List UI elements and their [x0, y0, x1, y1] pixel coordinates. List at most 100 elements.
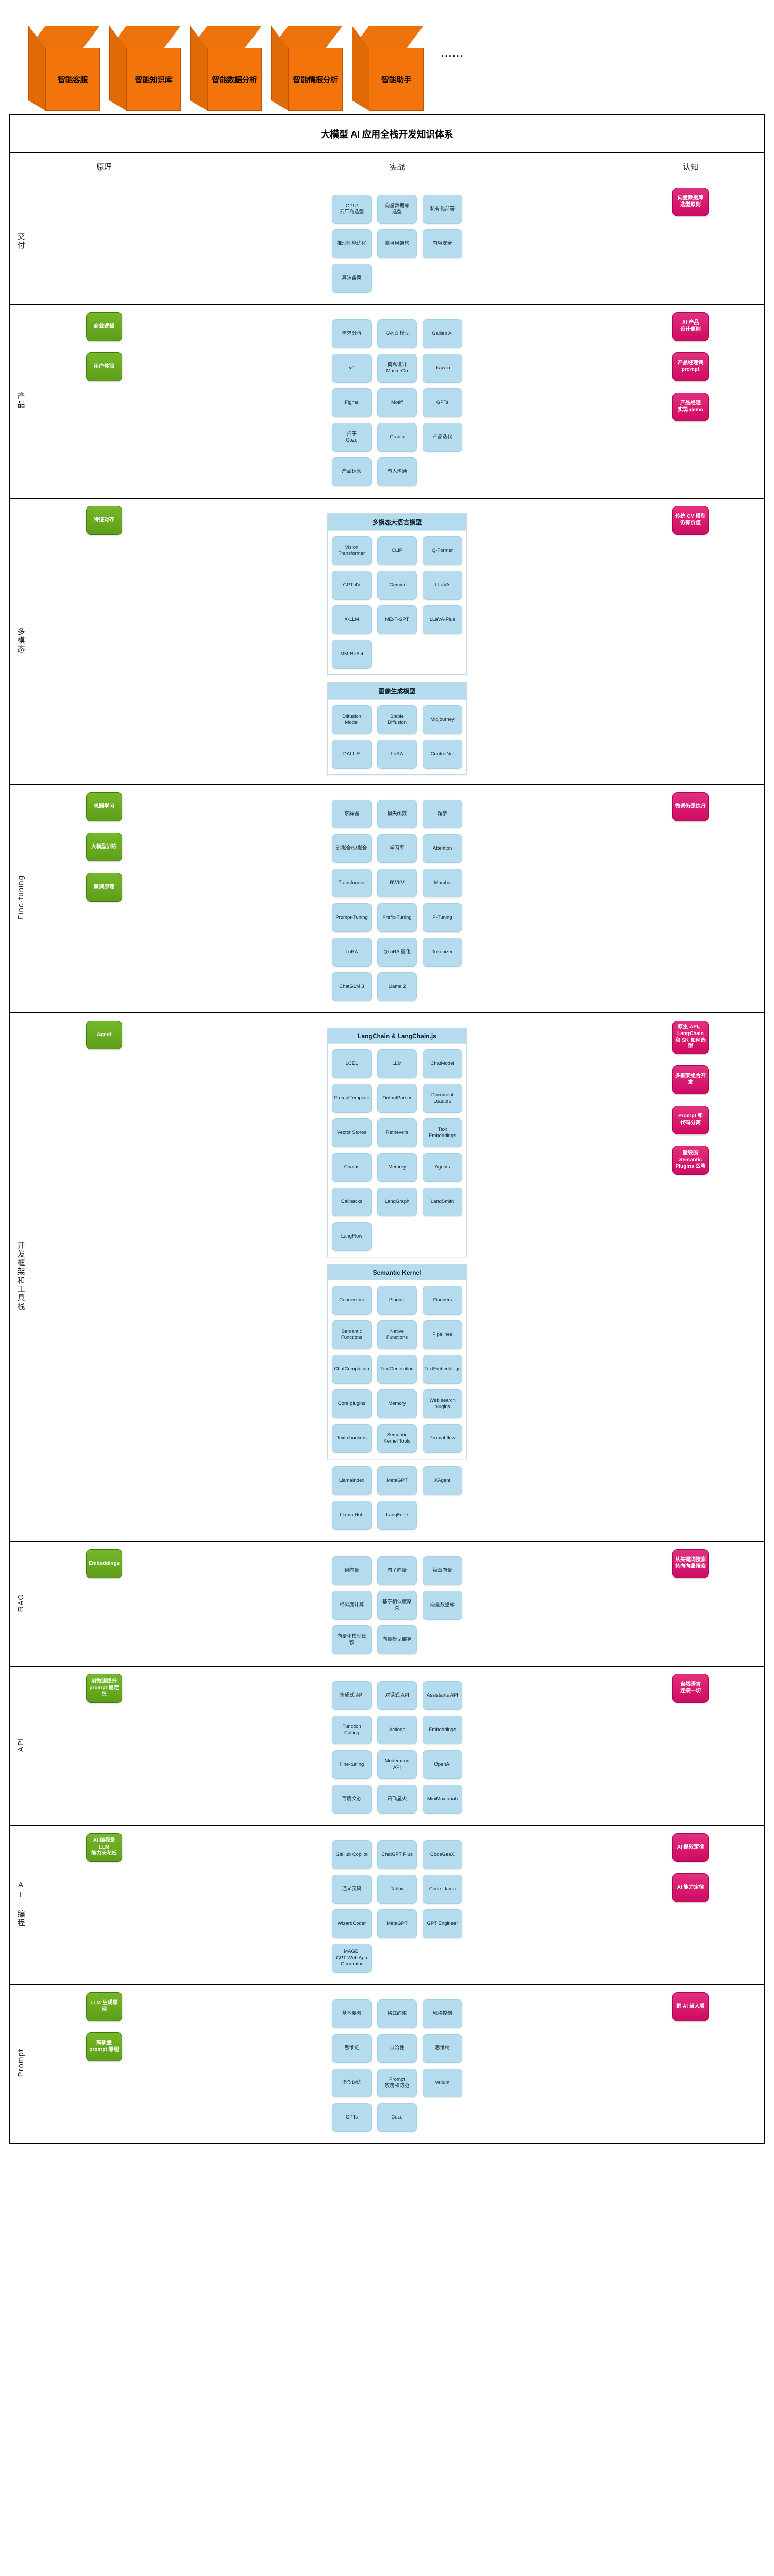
practice-tile-metagpt[interactable]: MetaGPT: [377, 1466, 417, 1495]
practice-tile-item[interactable]: 基于相似度聚 类: [377, 1591, 417, 1620]
practice-tile-langflow[interactable]: LangFlow: [332, 1222, 372, 1251]
practice-tile-vector-stores[interactable]: Vector Stores: [332, 1118, 372, 1147]
practice-tile-github-copilot[interactable]: GitHub Copilot: [332, 1840, 372, 1869]
practice-tile-vellum[interactable]: vellum: [423, 2069, 462, 2097]
practice-tile-assistants-api[interactable]: Assistants API: [423, 1681, 462, 1710]
practice-tile-item[interactable]: 通义灵码: [332, 1875, 372, 1904]
practice-tile-chatgpt-plus[interactable]: ChatGPT Plus: [377, 1840, 417, 1869]
principle-chip-item[interactable]: 商业逻辑: [86, 312, 122, 341]
practice-tile-lora[interactable]: LoRA: [377, 740, 417, 769]
practice-tile-item[interactable]: 相似度计算: [332, 1591, 372, 1620]
practice-tile-qlora[interactable]: QLoRA 量化: [377, 938, 417, 967]
practice-tile-embeddings[interactable]: Embeddings: [423, 1716, 462, 1744]
practice-tile-langgraph[interactable]: LangGraph: [377, 1188, 417, 1216]
practice-tile-item[interactable]: 推理性能优化: [332, 229, 372, 258]
practice-tile-api[interactable]: 对话式 API: [377, 1681, 417, 1710]
practice-tile-callbacks[interactable]: Callbacks: [332, 1188, 372, 1216]
practice-tile-item[interactable]: 损失函数: [377, 800, 417, 828]
practice-tile-prompttemplate[interactable]: PromptTemplate: [332, 1084, 372, 1113]
practice-tile-dall-e[interactable]: DALL·E: [332, 740, 372, 769]
practice-tile-gpts[interactable]: GPTs: [423, 388, 462, 417]
practice-tile-item[interactable]: 向量数据库: [423, 1591, 462, 1620]
practice-tile-item[interactable]: 向量数据库 选型: [377, 195, 417, 224]
practice-tile-coze[interactable]: Coze: [377, 2103, 417, 2132]
practice-tile-tabby[interactable]: Tabby: [377, 1875, 417, 1904]
cognition-chip-semantic-plugins[interactable]: 微软的 Semantic Plugins 战略: [672, 1146, 709, 1175]
practice-tile-p-tuning[interactable]: P-Tuning: [423, 903, 462, 932]
practice-tile-lcel[interactable]: LCEL: [332, 1049, 372, 1078]
practice-tile-llama-hub[interactable]: Llama Hub: [332, 1501, 372, 1530]
practice-tile-stable-diffusion[interactable]: Stable Diffusion: [377, 705, 417, 734]
practice-tile-tokenizer[interactable]: Tokenizer: [423, 938, 462, 967]
practice-tile-chains[interactable]: Chains: [332, 1153, 372, 1182]
practice-tile-core-plugins[interactable]: Core plugins: [332, 1389, 372, 1418]
practice-tile-clip[interactable]: CLIP: [377, 536, 417, 565]
practice-tile-function-calling[interactable]: Function Calling: [332, 1716, 372, 1744]
practice-tile-xagent[interactable]: XAgent: [423, 1466, 462, 1495]
practice-tile-llava[interactable]: LLaVA: [423, 571, 462, 600]
practice-tile-item[interactable]: 句子向量: [377, 1556, 417, 1585]
cognition-chip-api-langchain-sk[interactable]: 原生 API、 LangChain 和 SK 如何选型: [672, 1021, 709, 1055]
practice-tile-next-gpt[interactable]: NExT-GPT: [377, 605, 417, 634]
practice-tile-rwkv[interactable]: RWKV: [377, 869, 417, 897]
principle-chip-prompt[interactable]: 用微调提升 prompt 稳定性: [86, 1674, 122, 1703]
practice-tile-moderation-api[interactable]: Moderation API: [377, 1750, 417, 1779]
practice-tile-gpt-engineer[interactable]: GPT Engineer: [423, 1909, 462, 1938]
practice-tile-item[interactable]: 向量模型部署: [377, 1625, 417, 1654]
principle-chip-item[interactable]: 微调原理: [86, 873, 122, 902]
practice-tile-item[interactable]: 学习率: [377, 834, 417, 863]
practice-tile-midjourney[interactable]: Midjourney: [423, 705, 462, 734]
practice-tile-text-embeddings[interactable]: Text Embeddings: [423, 1118, 462, 1147]
practice-tile-item[interactable]: 讯飞星火: [377, 1785, 417, 1814]
practice-tile-pipelines[interactable]: Pipelines: [423, 1320, 462, 1349]
scenario-cube[interactable]: 智能客服: [28, 26, 100, 111]
practice-tile-item[interactable]: 风格控制: [423, 1999, 462, 2028]
practice-tile-outputparser[interactable]: OutputParser: [377, 1084, 417, 1113]
cognition-chip-prompt[interactable]: 产品经理调 prompt: [672, 352, 709, 381]
practice-tile-item[interactable]: 需求分析: [332, 319, 372, 348]
practice-tile-gpt-4v[interactable]: GPT-4V: [332, 571, 372, 600]
practice-tile-item[interactable]: 思维链: [332, 2034, 372, 2063]
practice-tile-v0[interactable]: v0: [332, 354, 372, 383]
principle-chip-item[interactable]: 特征对齐: [86, 506, 122, 535]
practice-tile-plugins[interactable]: Plugins: [377, 1286, 417, 1315]
practice-tile-item[interactable]: 与人沟通: [377, 457, 417, 486]
practice-tile-item[interactable]: 格式约束: [377, 1999, 417, 2028]
cognition-chip-ai[interactable]: 把 AI 当人看: [672, 1992, 709, 2021]
practice-tile-controlnet[interactable]: ControlNet: [423, 740, 462, 769]
practice-tile-item[interactable]: 算法备案: [332, 264, 372, 293]
practice-tile-item[interactable]: 向量化模型比 较: [332, 1625, 372, 1654]
practice-tile-item[interactable]: 求解器: [332, 800, 372, 828]
practice-tile-agents[interactable]: Agents: [423, 1153, 462, 1182]
cognition-chip-cv[interactable]: 传统 CV 模型 仍有价值: [672, 506, 709, 535]
practice-tile-item[interactable]: 篇章向量: [423, 1556, 462, 1585]
practice-tile-coze[interactable]: 扣子 Coze: [332, 423, 372, 452]
principle-chip-prompt[interactable]: 高质量 prompt 原理: [86, 2032, 122, 2061]
practice-tile-gpts[interactable]: GPTs: [332, 2103, 372, 2132]
scenario-cube[interactable]: 智能助手: [352, 26, 424, 111]
cognition-chip-ai[interactable]: AI 提效定律: [672, 1833, 709, 1862]
practice-tile-figma[interactable]: Figma: [332, 388, 372, 417]
practice-tile-textembeddings[interactable]: TextEmbeddings: [423, 1355, 462, 1384]
principle-chip-item[interactable]: 机器学习: [86, 792, 122, 821]
practice-tile-item[interactable]: 产品运营: [332, 457, 372, 486]
practice-tile-metagpt[interactable]: MetaGPT: [377, 1909, 417, 1938]
practice-tile-x-llm[interactable]: X-LLM: [332, 605, 372, 634]
practice-tile-attention[interactable]: Attention: [423, 834, 462, 863]
practice-tile-item[interactable]: 超参: [423, 800, 462, 828]
practice-tile-q-former[interactable]: Q-Former: [423, 536, 462, 565]
practice-tile-chatglm-3[interactable]: ChatGLM 3: [332, 972, 372, 1001]
practice-tile-draw-io[interactable]: draw.io: [423, 354, 462, 383]
practice-tile-galileo-ai[interactable]: Galileo AI: [423, 319, 462, 348]
practice-tile-gpu[interactable]: GPU/ 云厂商选型: [332, 195, 372, 224]
practice-tile-connectors[interactable]: Connectors: [332, 1286, 372, 1315]
cognition-chip-ai[interactable]: AI 能力定律: [672, 1873, 709, 1902]
principle-chip-item[interactable]: 大模型训练: [86, 833, 122, 861]
practice-tile-llava-plus[interactable]: LLaVA-Plus: [423, 605, 462, 634]
practice-tile-text-chunkers[interactable]: Text chunkers: [332, 1424, 372, 1453]
principle-chip-llm[interactable]: LLM 生成原理: [86, 1992, 122, 2021]
principle-chip-ai-llm[interactable]: AI 编程是 LLM 能力天花板: [86, 1833, 122, 1862]
practice-tile-llm[interactable]: LLM: [377, 1049, 417, 1078]
practice-tile-chatmodel[interactable]: ChatModel: [423, 1049, 462, 1078]
practice-tile-semantic-functions[interactable]: Semantic Functions: [332, 1320, 372, 1349]
